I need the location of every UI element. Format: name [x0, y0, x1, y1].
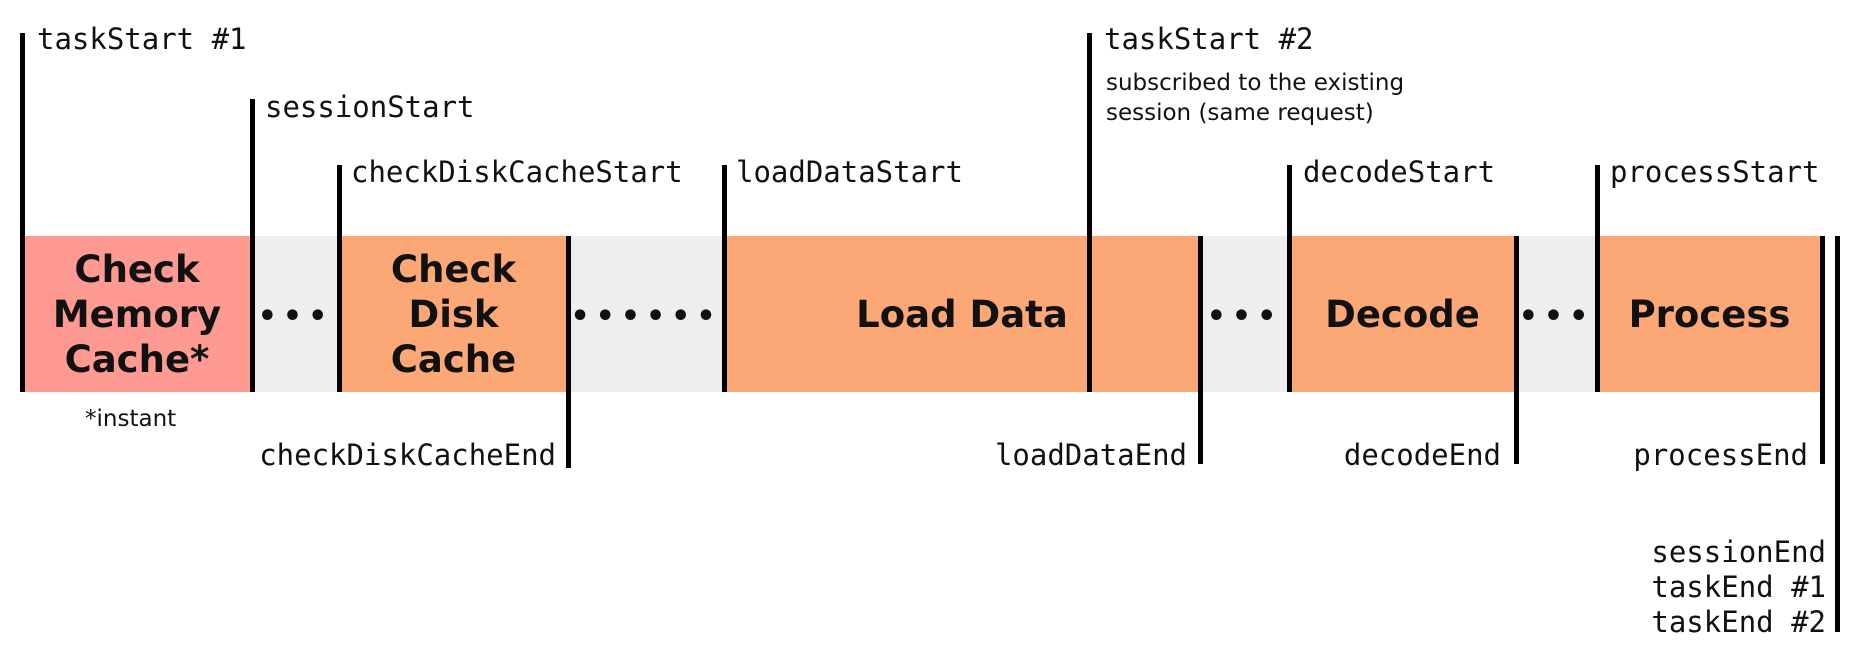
- task-start-1-marker: [20, 33, 25, 392]
- gap-2-dots: ••••••: [570, 298, 722, 334]
- task-start-1-label: taskStart #1: [37, 22, 247, 56]
- decode-label: Decode: [1325, 292, 1480, 336]
- check-memory-cache-stage: Check Memory Cache*: [22, 236, 252, 392]
- task-start-2-label: taskStart #2: [1104, 22, 1314, 56]
- process-start-label: processStart: [1610, 155, 1820, 189]
- check-memory-cache-label: Check Memory Cache*: [52, 247, 222, 381]
- load-data-start-marker: [722, 165, 727, 392]
- decode-start-label: decodeStart: [1303, 155, 1496, 189]
- load-data-start-label: loadDataStart: [736, 155, 963, 189]
- session-end-label: sessionEnd: [1651, 535, 1826, 569]
- task-start-2-note: subscribed to the existing session (same…: [1106, 70, 1405, 126]
- gap-1-dots: •••: [257, 298, 334, 334]
- session-start-marker: [250, 99, 255, 392]
- idle-gap-2: ••••••: [568, 236, 724, 392]
- check-disk-cache-start-marker: [337, 165, 342, 392]
- load-data-stage: Load Data: [724, 236, 1200, 392]
- task-end-2-label: taskEnd #2: [1651, 605, 1826, 639]
- load-data-end-marker: [1198, 236, 1203, 464]
- process-end-label: processEnd: [1633, 438, 1808, 472]
- decode-end-label: decodeEnd: [1343, 438, 1501, 472]
- task-start-2-marker: [1087, 33, 1092, 392]
- check-disk-cache-end-label: checkDiskCacheEnd: [259, 438, 556, 472]
- check-disk-cache-start-label: checkDiskCacheStart: [351, 155, 683, 189]
- idle-gap-1: •••: [252, 236, 339, 392]
- load-data-label: Load Data: [856, 292, 1068, 336]
- session-start-label: sessionStart: [265, 90, 475, 124]
- decode-stage: Decode: [1289, 236, 1516, 392]
- load-data-end-label: loadDataEnd: [994, 438, 1187, 472]
- decode-end-marker: [1514, 236, 1519, 464]
- process-stage: Process: [1597, 236, 1822, 392]
- check-disk-cache-label: Check Disk Cache: [390, 247, 517, 381]
- gap-3-dots: •••: [1206, 298, 1283, 334]
- process-label: Process: [1628, 292, 1791, 336]
- check-disk-cache-stage: Check Disk Cache: [339, 236, 568, 392]
- idle-gap-4: •••: [1516, 236, 1597, 392]
- process-end-marker: [1820, 236, 1825, 464]
- memory-cache-instant-note: *instant: [85, 406, 177, 432]
- process-start-marker: [1595, 165, 1600, 392]
- check-disk-cache-end-marker: [566, 236, 571, 468]
- decode-start-marker: [1287, 165, 1292, 392]
- gap-4-dots: •••: [1518, 298, 1595, 334]
- idle-gap-3: •••: [1200, 236, 1289, 392]
- session-end-marker: [1835, 236, 1840, 632]
- task-end-1-label: taskEnd #1: [1651, 570, 1826, 604]
